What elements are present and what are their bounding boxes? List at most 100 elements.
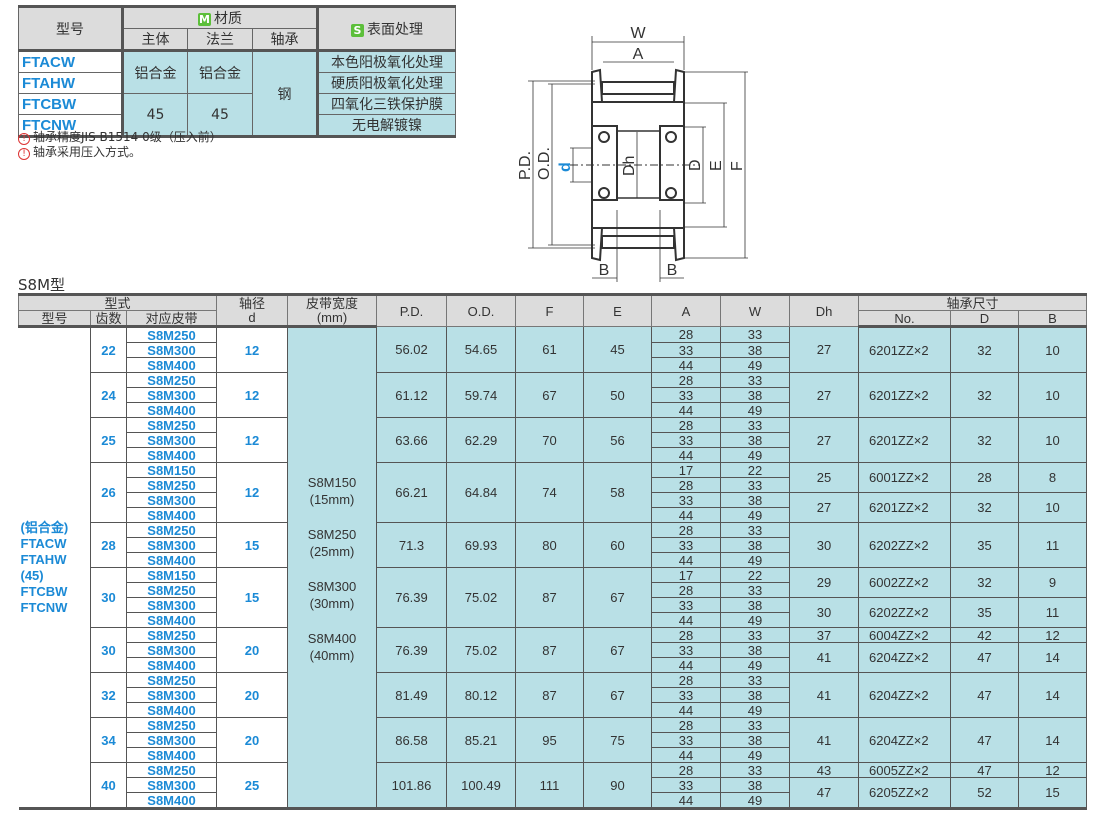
f-value: 95: [515, 717, 584, 763]
dh-value: 27: [789, 492, 859, 523]
belt-type: S8M250: [126, 522, 217, 538]
bearing-B: 11: [1018, 597, 1087, 628]
bearing-no: 6205ZZ×2: [858, 777, 951, 809]
od-value: 85.21: [446, 717, 516, 763]
belt-type: S8M250: [126, 326, 217, 343]
belt-type: S8M300: [126, 732, 217, 748]
w-value: 49: [720, 402, 790, 418]
flange-material: 45: [187, 93, 253, 137]
shaft-diameter: 12: [216, 326, 288, 373]
w-value: 49: [720, 357, 790, 373]
surface-treatment: 无电解镀镍: [316, 114, 456, 137]
a-value: 33: [651, 492, 721, 508]
model-name: FTAHW: [18, 72, 124, 94]
belt-type: S8M400: [126, 357, 217, 373]
w-value: 38: [720, 432, 790, 448]
body-material: 45: [122, 93, 188, 137]
teeth-count: 32: [90, 672, 127, 718]
label-d: d: [557, 162, 574, 172]
shaft-diameter: 12: [216, 417, 288, 463]
belt-type: S8M300: [126, 432, 217, 448]
f-value: 87: [515, 567, 584, 628]
w-value: 22: [720, 462, 790, 478]
bearing-D: 47: [950, 642, 1019, 673]
bearing-no: 6202ZZ×2: [858, 522, 951, 568]
od-value: 75.02: [446, 567, 516, 628]
bearing-no: 6005ZZ×2: [858, 762, 951, 778]
pd-value: 76.39: [376, 627, 447, 673]
belt-type: S8M400: [126, 447, 217, 463]
teeth-count: 24: [90, 372, 127, 418]
belt-width-text: (30mm): [309, 596, 355, 611]
w-value: 38: [720, 597, 790, 613]
a-value: 28: [651, 522, 721, 538]
w-value: 49: [720, 507, 790, 523]
bearing-B: 12: [1018, 627, 1087, 643]
a-value: 44: [651, 792, 721, 809]
header-model: 型号: [18, 6, 124, 51]
bearing-B: 14: [1018, 642, 1087, 673]
dh-value: 41: [789, 642, 859, 673]
w-value: 33: [720, 762, 790, 778]
belt-width: S8M300(30mm): [289, 578, 376, 612]
belt-type: S8M300: [126, 642, 217, 658]
surface-treatment: 本色阳极氧化处理: [316, 50, 456, 73]
belt-type: S8M300: [126, 342, 217, 358]
bearing-B: 10: [1018, 326, 1087, 373]
e-value: 58: [583, 462, 652, 523]
f-value: 70: [515, 417, 584, 463]
shaft-diameter: 15: [216, 567, 288, 628]
a-value: 33: [651, 642, 721, 658]
label-A: A: [633, 46, 644, 63]
a-value: 33: [651, 687, 721, 703]
warning-icon: !: [18, 148, 30, 160]
a-value: 28: [651, 717, 721, 733]
w-value: 49: [720, 657, 790, 673]
w-value: 22: [720, 567, 790, 583]
header-e: E: [583, 294, 652, 327]
teeth-count: 34: [90, 717, 127, 763]
model-label: FTACW: [20, 535, 67, 551]
bearing-B: 10: [1018, 492, 1087, 523]
shaft-diameter: 15: [216, 522, 288, 568]
bearing-B: 14: [1018, 717, 1087, 763]
pd-value: 61.12: [376, 372, 447, 418]
a-value: 28: [651, 672, 721, 688]
od-value: 100.49: [446, 762, 516, 809]
w-value: 33: [720, 522, 790, 538]
flange-material: 铝合金: [187, 50, 253, 94]
pd-value: 86.58: [376, 717, 447, 763]
shaft-diameter: 25: [216, 762, 288, 809]
dh-value: 43: [789, 762, 859, 778]
bearing-no: 6202ZZ×2: [858, 597, 951, 628]
pd-value: 66.21: [376, 462, 447, 523]
header-material-label: 材质: [214, 11, 242, 27]
w-value: 33: [720, 717, 790, 733]
a-value: 28: [651, 627, 721, 643]
pd-value: 63.66: [376, 417, 447, 463]
a-value: 44: [651, 402, 721, 418]
bearing-B: 10: [1018, 372, 1087, 418]
w-value: 49: [720, 702, 790, 718]
a-value: 33: [651, 387, 721, 403]
header-dh: Dh: [789, 294, 859, 327]
od-value: 80.12: [446, 672, 516, 718]
w-value: 38: [720, 537, 790, 553]
bearing-no: 6201ZZ×2: [858, 326, 951, 373]
header-shaft: 轴径: [216, 294, 288, 311]
f-value: 87: [515, 672, 584, 718]
